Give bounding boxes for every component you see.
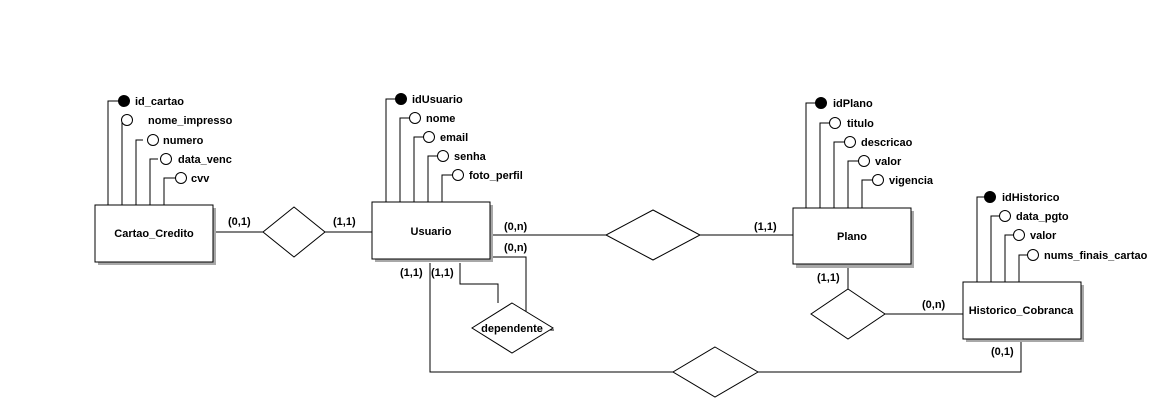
entity-usuario: Usuario bbox=[371, 201, 493, 262]
key-attribute-marker bbox=[118, 95, 130, 107]
attributes-historico-cobranca: idHistorico data_pgto valor nums_finais_… bbox=[984, 191, 1148, 262]
cardinality-label: (0,1) bbox=[228, 216, 251, 228]
cardinality-label: (0,n) bbox=[922, 299, 946, 311]
entity-name: Cartao_Credito bbox=[114, 228, 194, 240]
attribute-marker bbox=[999, 210, 1011, 222]
attributes-cartao-credito: id_cartao nome_impresso numero data_venc… bbox=[118, 95, 233, 185]
cardinality-label: (0,n) bbox=[504, 242, 528, 254]
attribute-label: id_cartao bbox=[135, 96, 184, 108]
key-attribute-marker bbox=[395, 93, 407, 105]
key-attribute-marker bbox=[815, 97, 827, 109]
cardinality-label: (0,n) bbox=[504, 221, 528, 233]
entity-name: Historico_Cobranca bbox=[969, 305, 1074, 317]
attribute-label: vigencia bbox=[889, 175, 934, 187]
entity-historico-cobranca: Historico_Cobranca bbox=[962, 281, 1084, 342]
key-attribute-marker bbox=[984, 191, 996, 203]
attribute-label: cvv bbox=[191, 173, 210, 185]
cardinality-label: (0,1) bbox=[991, 346, 1014, 358]
cardinality-label: (1,1) bbox=[754, 221, 777, 233]
relationship-dependente: dependente bbox=[471, 302, 554, 354]
attribute-label: senha bbox=[454, 151, 487, 163]
attribute-marker bbox=[409, 112, 421, 124]
attribute-label: numero bbox=[163, 135, 204, 147]
relationship-plano-historico bbox=[810, 288, 886, 340]
attribute-label: descricao bbox=[861, 137, 913, 149]
attribute-label: idUsuario bbox=[412, 94, 463, 106]
attribute-marker bbox=[1013, 229, 1025, 241]
cardinality-label: (1,1) bbox=[817, 272, 840, 284]
attribute-label: titulo bbox=[847, 118, 874, 130]
attribute-label: valor bbox=[875, 156, 902, 168]
attribute-label: nums_finais_cartao bbox=[1044, 250, 1148, 262]
cardinality-label: (1,1) bbox=[333, 216, 356, 228]
attribute-marker bbox=[844, 136, 856, 148]
attribute-label: valor bbox=[1030, 230, 1057, 242]
attribute-marker bbox=[437, 150, 449, 162]
entity-cartao-credito: Cartao_Credito bbox=[94, 204, 216, 265]
attribute-marker bbox=[175, 172, 187, 184]
attribute-stems bbox=[107, 98, 1027, 282]
attribute-marker bbox=[147, 134, 159, 146]
attribute-label: email bbox=[440, 132, 468, 144]
cardinality-label: (1,1) bbox=[400, 267, 423, 279]
entity-name: Usuario bbox=[411, 226, 452, 238]
attribute-label: foto_perfil bbox=[469, 170, 523, 182]
attribute-marker bbox=[829, 117, 841, 129]
attribute-label: idPlano bbox=[833, 98, 873, 110]
entity-plano: Plano bbox=[792, 207, 914, 268]
attribute-marker bbox=[423, 131, 435, 143]
attribute-marker bbox=[872, 174, 884, 186]
attribute-marker bbox=[858, 155, 870, 167]
attributes-usuario: idUsuario nome email senha foto_perfil bbox=[395, 93, 523, 182]
attribute-label: data_pgto bbox=[1016, 211, 1069, 223]
relationship-label: dependente bbox=[481, 323, 543, 335]
attribute-marker bbox=[452, 169, 464, 181]
relationship-usuario-historico bbox=[672, 346, 759, 398]
attribute-label: nome_impresso bbox=[148, 115, 233, 127]
relationship-cartao-usuario bbox=[262, 206, 326, 258]
relationship-usuario-plano bbox=[604, 209, 702, 261]
attribute-marker bbox=[1027, 249, 1039, 261]
entity-name: Plano bbox=[837, 231, 867, 243]
attribute-marker bbox=[160, 153, 172, 165]
attribute-label: data_venc bbox=[178, 154, 232, 166]
attribute-marker bbox=[121, 114, 133, 126]
attributes-plano: idPlano titulo descricao valor vigencia bbox=[815, 97, 934, 187]
cardinality-labels: (0,1) (1,1) (0,n) (0,n) (1,1) (1,1) (1,1… bbox=[228, 216, 1014, 358]
cardinality-label: (1,1) bbox=[431, 267, 454, 279]
attribute-label: idHistorico bbox=[1002, 192, 1060, 204]
attribute-label: nome bbox=[426, 113, 455, 125]
